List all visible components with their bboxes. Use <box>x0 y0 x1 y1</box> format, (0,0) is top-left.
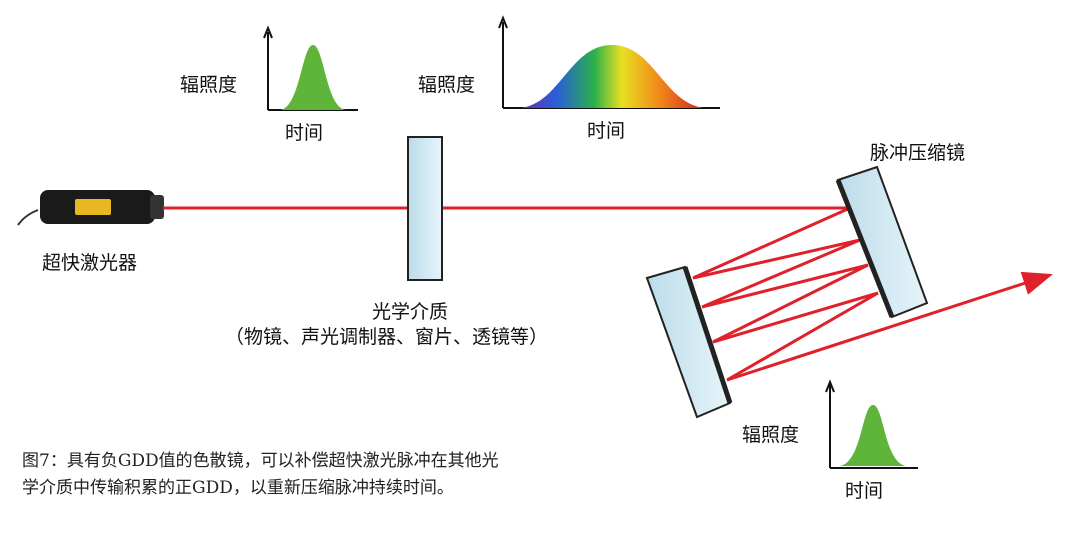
compressor-mirror-left <box>645 265 733 419</box>
compressor-label: 脉冲压缩镜 <box>870 142 966 164</box>
laser-label: 超快激光器 <box>42 252 138 274</box>
laser-beam <box>163 206 1053 382</box>
time-label-3: 时间 <box>845 480 884 502</box>
pulse-graph-output <box>825 379 918 469</box>
optical-medium-plate <box>407 136 443 281</box>
pulse-graph-input <box>263 25 358 111</box>
compressor-mirror-right <box>835 165 929 319</box>
irradiance-label-3: 辐照度 <box>742 424 800 446</box>
medium-examples-label: （物镜、声光调制器、窗片、透镜等） <box>225 326 549 348</box>
caption-line-1: 图7：具有负GDD值的色散镜，可以补偿超快激光脉冲在其他光 <box>22 451 499 471</box>
irradiance-label-2: 辐照度 <box>418 74 476 96</box>
caption-line-2: 学介质中传输积累的正GDD，以重新压缩脉冲持续时间。 <box>22 478 454 498</box>
laser-device <box>17 190 164 226</box>
irradiance-label-1: 辐照度 <box>180 74 238 96</box>
time-label-1: 时间 <box>285 122 324 144</box>
pulse-graph-broadened <box>498 15 720 109</box>
medium-label: 光学介质 <box>372 301 449 323</box>
figure-caption: 图7：具有负GDD值的色散镜，可以补偿超快激光脉冲在其他光 学介质中传输积累的正… <box>22 448 682 502</box>
time-label-2: 时间 <box>587 120 626 142</box>
